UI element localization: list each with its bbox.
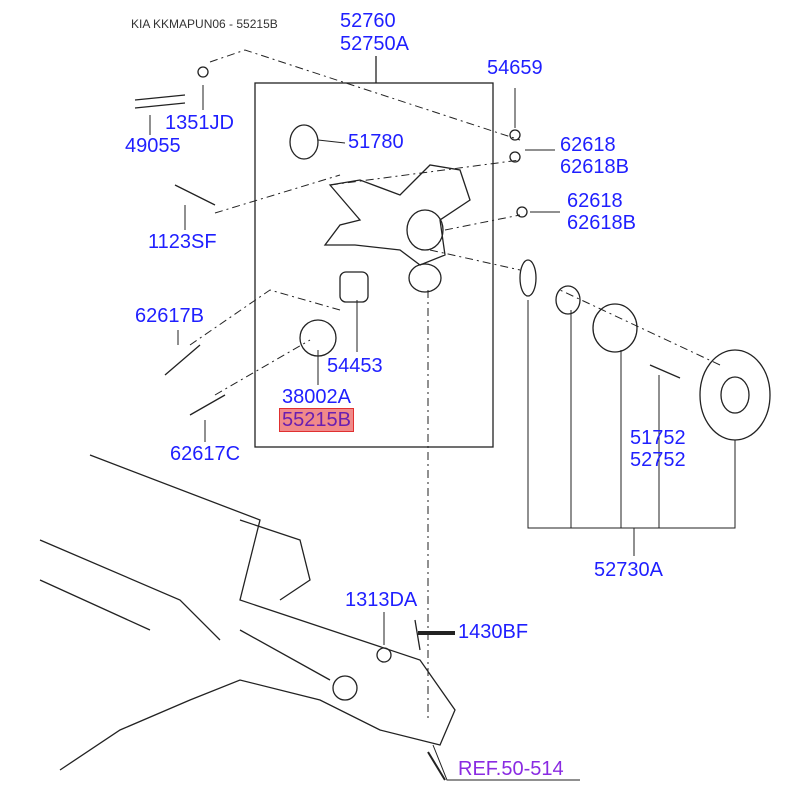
part-label-51752[interactable]: 51752 — [630, 427, 686, 449]
diagram-title: KIA KKMAPUN06 - 55215B — [131, 17, 278, 31]
part-label-62617C[interactable]: 62617C — [170, 443, 241, 465]
dashed-guides — [189, 49, 721, 720]
part-label-55215B-highlighted[interactable]: 55215B — [279, 408, 354, 432]
part-label-62618[interactable]: 62618 — [567, 190, 623, 212]
parts-shapes — [39, 66, 771, 781]
part-label-51780[interactable]: 51780 — [348, 131, 404, 153]
part-label-1313DA[interactable]: 1313DA — [345, 589, 418, 611]
part-label-49055[interactable]: 49055 — [125, 135, 181, 157]
part-label-38002A[interactable]: 38002A — [282, 386, 351, 408]
part-label-52760[interactable]: 52760 — [340, 10, 396, 32]
leader-lines — [149, 85, 736, 781]
assembly-box — [254, 82, 494, 448]
part-label-1123SF[interactable]: 1123SF — [148, 231, 217, 253]
part-label-52750A[interactable]: 52750A — [340, 33, 409, 55]
part-label-62618B[interactable]: 62618B — [567, 212, 636, 234]
part-label-54453[interactable]: 54453 — [327, 355, 383, 377]
part-label-62617B[interactable]: 62617B — [135, 305, 204, 327]
part-label-62618[interactable]: 62618 — [560, 134, 616, 156]
part-label-1430BF[interactable]: 1430BF — [458, 621, 529, 643]
part-label-52752[interactable]: 52752 — [630, 449, 686, 471]
part-label-54659[interactable]: 54659 — [487, 57, 543, 79]
part-label-52730A[interactable]: 52730A — [594, 559, 663, 581]
part-label-1351JD[interactable]: 1351JD — [165, 112, 234, 134]
reference-link[interactable]: REF.50-514 — [458, 758, 564, 780]
part-label-62618B[interactable]: 62618B — [560, 156, 629, 178]
